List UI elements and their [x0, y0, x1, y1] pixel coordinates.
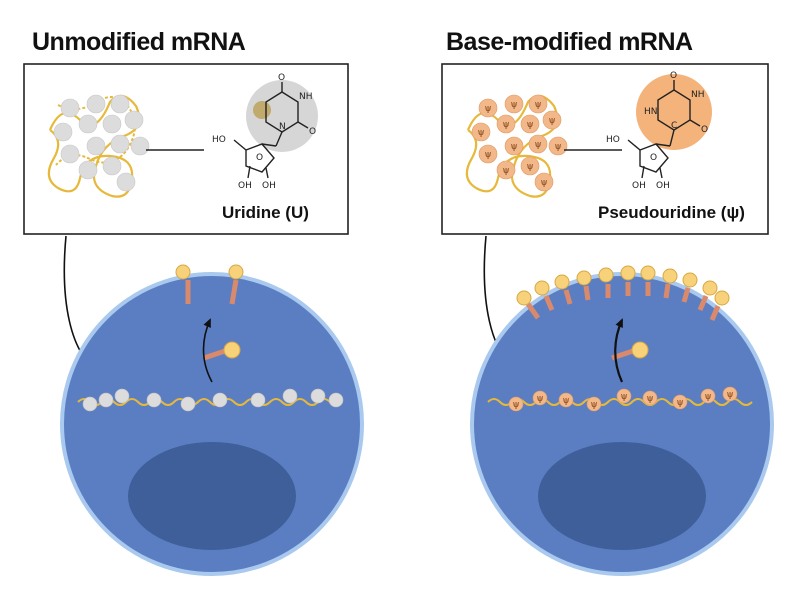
pseudouridine-atom-hn: HN	[644, 107, 658, 117]
folded-mrna-uridine-icon	[47, 94, 150, 198]
psi-mark: ψ	[646, 394, 653, 404]
uridine-label: Uridine (U)	[222, 203, 309, 222]
psi-mark: ψ	[534, 100, 541, 110]
pseudouridine-atom-c: C	[671, 121, 677, 131]
uridine-atom-o1: O	[278, 73, 285, 83]
uridine-atom-oh1: OH	[238, 181, 252, 191]
psi-mark: ψ	[502, 166, 509, 176]
pseudouridine-atom-oh2: OH	[656, 181, 670, 191]
right-mrna-strand-icon: ψ ψ ψ ψ ψ ψ ψ ψ ψ	[487, 386, 753, 412]
psi-mark: ψ	[620, 392, 627, 402]
psi-mark: ψ	[512, 400, 519, 410]
uridine-atom-oh2: OH	[262, 181, 276, 191]
right-translation-arrow	[614, 318, 624, 383]
uridine-atom-nh: NH	[299, 92, 313, 102]
right-cell-icon	[470, 272, 774, 576]
left-nucleus-icon	[128, 442, 296, 550]
pseudouridine-atom-oh1: OH	[632, 181, 646, 191]
left-surface-proteins	[175, 264, 244, 305]
psi-mark: ψ	[484, 150, 491, 160]
psi-mark: ψ	[484, 104, 491, 114]
uridine-atom-ho: HO	[212, 135, 226, 145]
uridine-atom-o2: O	[309, 127, 316, 137]
psi-mark: ψ	[526, 120, 533, 130]
right-protein-head	[631, 341, 649, 359]
psi-mark: ψ	[540, 178, 547, 188]
right-surface-proteins	[516, 265, 730, 321]
pseudouridine-highlight	[636, 74, 712, 150]
pseudouridine-label: Pseudouridine (ψ)	[598, 203, 745, 222]
right-panel-title: Base-modified mRNA	[446, 28, 693, 56]
psi-mark: ψ	[554, 142, 561, 152]
psi-mark: ψ	[536, 394, 543, 404]
pseudouridine-atom-o2: O	[701, 125, 708, 135]
pseudouridine-structure-icon: O NH HN O C HO OH OH O	[606, 71, 712, 191]
left-translation-arrow	[202, 318, 213, 383]
psi-mark: ψ	[590, 400, 597, 410]
left-cell-icon	[60, 272, 364, 576]
psi-mark: ψ	[562, 396, 569, 406]
folded-mrna-pseudouridine-icon: ψ ψ ψ ψ ψ ψ ψ ψ ψ ψ ψ ψ ψ ψ	[465, 94, 568, 198]
psi-mark: ψ	[676, 398, 683, 408]
pseudouridine-atom-nh: NH	[691, 90, 705, 100]
psi-mark: ψ	[704, 392, 711, 402]
pseudouridine-atom-ho: HO	[606, 135, 620, 145]
left-mrna-strand-icon	[77, 388, 344, 412]
psi-mark: ψ	[548, 116, 555, 126]
left-panel-title: Unmodified mRNA	[32, 28, 246, 56]
right-nucleus-icon	[538, 442, 706, 550]
psi-mark: ψ	[510, 100, 517, 110]
left-protein-head	[223, 341, 241, 359]
uridine-highlight-dot	[253, 101, 271, 119]
pseudouridine-atom-ring-o: O	[650, 153, 657, 163]
psi-mark: ψ	[534, 140, 541, 150]
psi-mark: ψ	[510, 142, 517, 152]
uridine-atom-ring-o: O	[256, 153, 263, 163]
pseudouridine-atom-o1: O	[670, 71, 677, 81]
psi-mark: ψ	[477, 128, 484, 138]
psi-mark: ψ	[526, 162, 533, 172]
uridine-highlight	[246, 80, 318, 152]
psi-mark: ψ	[502, 120, 509, 130]
uridine-structure-icon: O NH O N HO OH OH O	[212, 73, 318, 191]
psi-mark: ψ	[726, 390, 733, 400]
right-inset-box	[441, 63, 769, 235]
uridine-atom-n: N	[279, 122, 286, 132]
